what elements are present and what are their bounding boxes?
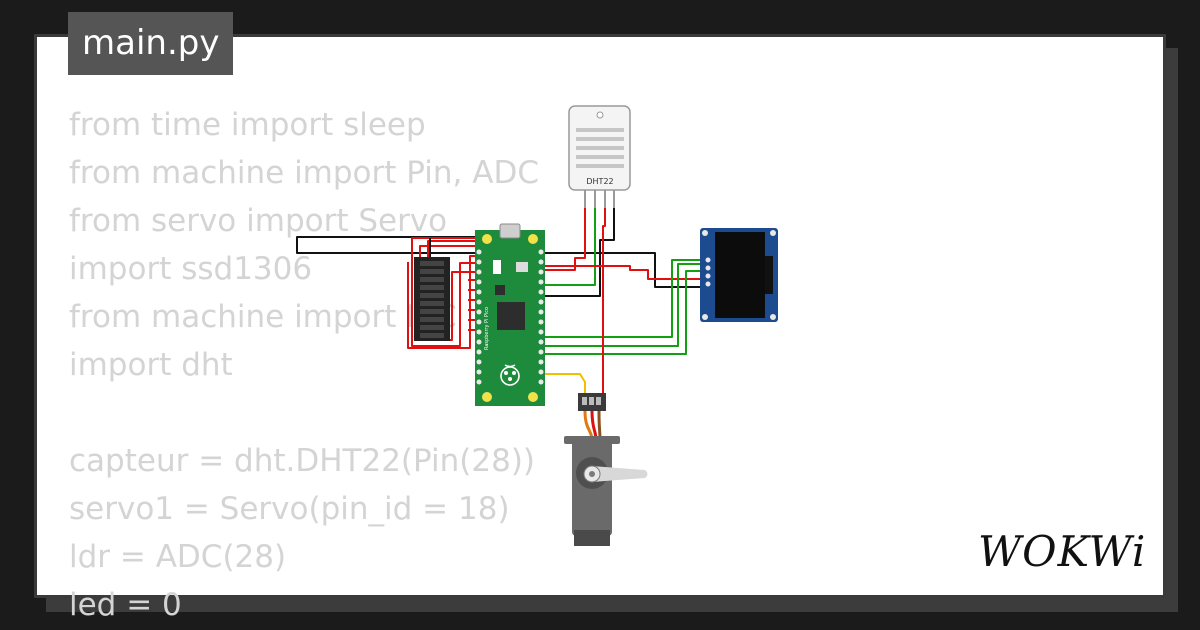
code-line-2: from machine import Pin, ADC	[69, 155, 539, 191]
wire-servo-signal	[540, 373, 586, 393]
oled-screen	[715, 232, 765, 318]
code-line-11: led = 0	[69, 587, 182, 623]
wire-ledbar-pins	[468, 279, 478, 331]
wire-ledbar-1	[411, 237, 478, 347]
usb-port	[499, 223, 521, 239]
pico-board-name: Raspberry Pi Pico	[484, 307, 490, 350]
svg-text:WOKWi: WOKWi	[978, 527, 1146, 576]
wire-dht-gnd	[540, 208, 615, 297]
code-line-8: capteur = dht.DHT22(Pin(28))	[69, 443, 536, 479]
code-line-6: import dht	[69, 347, 233, 383]
wokwi-logo: WOKWi	[978, 527, 1146, 576]
dht22-label: DHT22	[586, 177, 613, 186]
code-preview: from time import sleep from machine impo…	[69, 101, 539, 629]
wire-oled-sda-2	[540, 259, 702, 338]
dht22-sensor[interactable]: DHT22	[568, 105, 631, 208]
wire-oled-scl	[540, 270, 702, 355]
code-line-5: from machine import I2C	[69, 299, 457, 335]
wire-servo-vcc	[602, 208, 606, 393]
servo-horn	[592, 466, 648, 482]
code-line-10: ldr = ADC(28)	[69, 539, 287, 575]
rp2040-chip	[497, 302, 525, 330]
raspberry-logo	[500, 364, 520, 386]
wire-oled-vcc	[540, 265, 702, 280]
raspberry-pi-pico-board[interactable]: Raspberry Pi Pico	[475, 223, 545, 406]
code-line-1: from time import sleep	[69, 107, 426, 143]
code-line-9: servo1 = Servo(pin_id = 18)	[69, 491, 510, 527]
code-line-4: import ssd1306	[69, 251, 313, 287]
ssd1306-oled-display[interactable]	[700, 228, 778, 322]
code-line-3: from servo import Servo	[69, 203, 448, 239]
wire-ledbar-4	[407, 255, 478, 349]
led-bar-graph[interactable]	[414, 257, 450, 341]
wire-dht-vcc	[540, 208, 586, 271]
wire-dht-data	[540, 208, 596, 286]
filename-tab[interactable]: main.py	[68, 12, 234, 75]
wire-oled-sda	[540, 263, 702, 347]
servo-motor[interactable]	[564, 393, 648, 546]
